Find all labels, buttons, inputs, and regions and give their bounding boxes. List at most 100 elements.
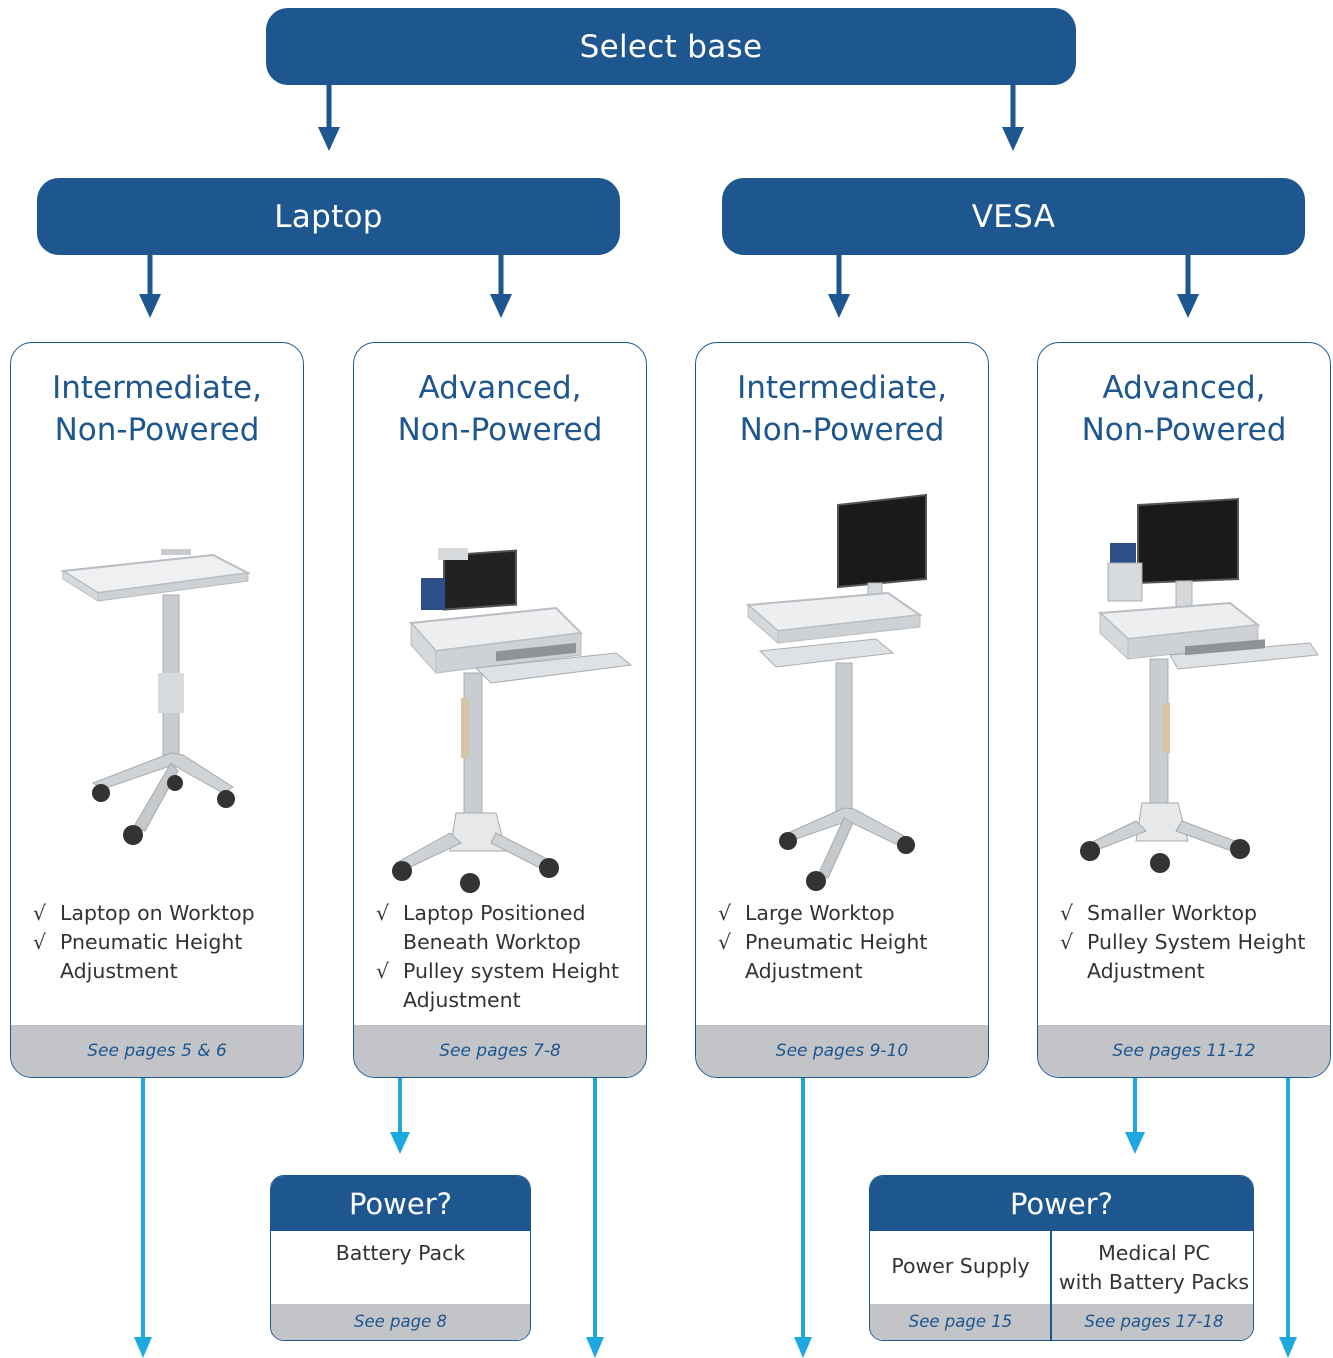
page-reference: See page 8 — [354, 1312, 447, 1331]
power-box-vesa: Power? Power Supply Medical PC with Batt… — [869, 1175, 1254, 1341]
laptop-cart-image — [60, 549, 252, 845]
laptop-group-label: Laptop — [274, 198, 383, 235]
feature-item: √ Smaller Worktop — [1060, 899, 1324, 928]
arrowhead — [1177, 294, 1199, 318]
card-title-line-1: Advanced, — [1102, 370, 1266, 406]
power-title-text: Power? — [348, 1186, 453, 1221]
power-option-text: Power Supply — [891, 1254, 1030, 1278]
arrowhead — [586, 1337, 604, 1358]
card-title-line-1: Advanced, — [418, 370, 582, 406]
feature-item: √ Large Worktop — [718, 899, 982, 928]
feature-text: Laptop on Worktop — [60, 901, 255, 925]
feature-item: √ Pulley System Height Adjustment — [1060, 928, 1324, 986]
laptop-group-header: Laptop — [37, 178, 620, 255]
feature-item: √ Pneumatic Height Adjustment — [33, 928, 297, 986]
power-option-divider — [1050, 1231, 1052, 1340]
power-box-footer: See page 8 — [271, 1304, 530, 1340]
arrowhead — [134, 1337, 152, 1358]
card-footer: See pages 9-10 — [696, 1025, 988, 1077]
feature-item: √ Pneumatic Height Adjustment — [718, 928, 982, 986]
feature-text: Adjustment — [403, 988, 521, 1012]
power-option-text: with Battery Packs — [1058, 1270, 1250, 1294]
check-icon: √ — [33, 901, 47, 925]
check-icon: √ — [33, 930, 47, 954]
arrowhead — [1002, 127, 1024, 151]
vesa-group-label: VESA — [971, 198, 1056, 235]
select-base-label: Select base — [579, 28, 763, 65]
page-reference: See page 15 — [908, 1312, 1013, 1331]
feature-item: √ Pulley system Height Adjustment — [376, 957, 640, 1015]
power-option-medical-pc: Medical PC with Battery Packs — [1053, 1239, 1253, 1297]
power-box-title: Power? — [870, 1176, 1253, 1231]
feature-text: Pulley System Height — [1087, 930, 1306, 954]
feature-text: Large Worktop — [745, 901, 895, 925]
card-footer: See pages 7-8 — [354, 1025, 646, 1077]
feature-text: Adjustment — [1087, 959, 1205, 983]
feature-list: √ Large Worktop √ Pneumatic Height Adjus… — [718, 899, 982, 986]
power-option-text: Battery Pack — [335, 1241, 466, 1265]
vesa-group-header: VESA — [722, 178, 1305, 255]
advanced-laptop-cart-image — [392, 548, 633, 893]
feature-text: Laptop Positioned — [403, 901, 586, 925]
feature-text: Pulley system Height — [403, 959, 620, 983]
check-icon: √ — [718, 930, 732, 954]
feature-text: Smaller Worktop — [1087, 901, 1257, 925]
page-reference: See pages 9-10 — [775, 1041, 909, 1061]
check-icon: √ — [1060, 930, 1074, 954]
check-icon: √ — [376, 959, 390, 983]
card-title-line-2: Non-Powered — [397, 412, 603, 448]
arrowhead — [139, 294, 161, 318]
check-icon: √ — [1060, 901, 1074, 925]
card-title: Advanced, Non-Powered — [354, 367, 646, 451]
card-laptop-advanced: Advanced, Non-Powered — [353, 342, 647, 1078]
card-footer: See pages 11-12 — [1038, 1025, 1330, 1077]
feature-text: Pneumatic Height — [745, 930, 928, 954]
card-title-line-1: Intermediate, — [52, 370, 262, 406]
card-title-line-2: Non-Powered — [54, 412, 260, 448]
card-title: Intermediate, Non-Powered — [696, 367, 988, 451]
feature-list: √ Laptop on Worktop √ Pneumatic Height A… — [33, 899, 297, 986]
arrowhead — [490, 294, 512, 318]
arrowhead — [318, 127, 340, 151]
card-title: Intermediate, Non-Powered — [11, 367, 303, 451]
page-reference: See pages 5 & 6 — [87, 1041, 227, 1061]
arrowhead — [1279, 1337, 1297, 1358]
power-box-laptop: Power? Battery Pack See page 8 — [270, 1175, 531, 1341]
card-title-line-2: Non-Powered — [739, 412, 945, 448]
power-option-power-supply: Power Supply — [870, 1252, 1051, 1281]
card-laptop-intermediate: Intermediate, Non-Powered √ Laptop on Wo… — [10, 342, 304, 1078]
power-box-footer: See page 15 See pages 17-18 — [870, 1304, 1253, 1340]
page-reference: See pages 17-18 — [1084, 1312, 1224, 1331]
feature-list: √ Smaller Worktop √ Pulley System Height… — [1060, 899, 1324, 986]
feature-list: √ Laptop Positioned Beneath Worktop √ Pu… — [376, 899, 640, 1015]
power-option-text: Medical PC — [1098, 1241, 1210, 1265]
arrowhead — [828, 294, 850, 318]
card-vesa-intermediate: Intermediate, Non-Powered √ Larg — [695, 342, 989, 1078]
card-title-line-2: Non-Powered — [1081, 412, 1287, 448]
power-option-battery-pack: Battery Pack — [271, 1239, 530, 1268]
check-icon: √ — [376, 901, 390, 925]
feature-text: Pneumatic Height — [60, 930, 243, 954]
arrowhead — [1125, 1132, 1145, 1154]
arrowhead — [390, 1132, 410, 1154]
feature-text: Beneath Worktop — [403, 930, 581, 954]
card-footer: See pages 5 & 6 — [11, 1025, 303, 1077]
select-base-header: Select base — [266, 8, 1076, 85]
page-reference: See pages 7-8 — [439, 1041, 561, 1061]
feature-item: √ Laptop Positioned Beneath Worktop — [376, 899, 640, 957]
card-vesa-advanced: Advanced, Non-Powered — [1037, 342, 1331, 1078]
arrowhead — [794, 1337, 812, 1358]
page-reference: See pages 11-12 — [1112, 1041, 1256, 1061]
check-icon: √ — [718, 901, 732, 925]
power-title-text: Power? — [1009, 1186, 1114, 1221]
power-box-title: Power? — [271, 1176, 530, 1231]
card-title: Advanced, Non-Powered — [1038, 367, 1330, 451]
vesa-monitor-cart-image — [745, 493, 927, 891]
advanced-vesa-cart-image — [1080, 497, 1319, 873]
feature-item: √ Laptop on Worktop — [33, 899, 297, 928]
feature-text: Adjustment — [60, 959, 178, 983]
card-title-line-1: Intermediate, — [737, 370, 947, 406]
feature-text: Adjustment — [745, 959, 863, 983]
